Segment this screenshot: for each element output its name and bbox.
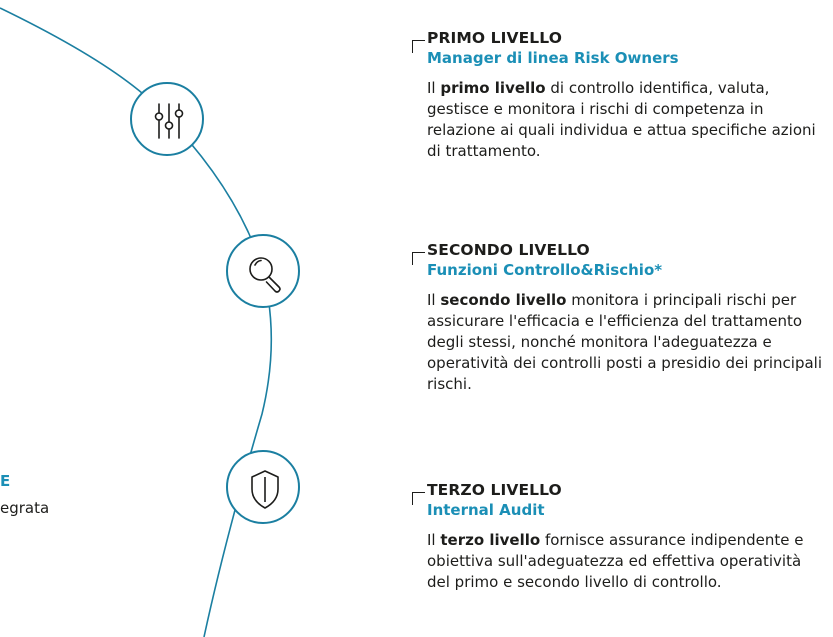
level-3-connector <box>412 492 425 505</box>
level-description-bold: primo livello <box>440 79 546 97</box>
level-title: TERZO LIVELLO <box>427 481 562 499</box>
level-description: Il primo livello di controllo identifica… <box>427 79 816 160</box>
level-3-icon-circle <box>226 450 300 524</box>
shield-icon <box>251 470 279 509</box>
level-title: PRIMO LIVELLO <box>427 29 562 47</box>
level-title: SECONDO LIVELLO <box>427 241 590 259</box>
level-description: Il secondo livello monitora i principali… <box>427 291 823 393</box>
left-fragment-text: egrata <box>0 499 50 517</box>
level-subtitle: Manager di linea Risk Owners <box>427 49 679 67</box>
level-description-bold: secondo livello <box>440 291 567 309</box>
level-2-connector <box>412 252 425 265</box>
level-2-block: SECONDO LIVELLO Funzioni Controllo&Risch… <box>427 240 827 395</box>
left-fragment-title: E <box>0 472 11 490</box>
level-1-connector <box>412 40 425 53</box>
level-description: Il terzo livello fornisce assurance indi… <box>427 531 804 591</box>
level-1-block: PRIMO LIVELLO Manager di linea Risk Owne… <box>427 28 827 162</box>
level-subtitle: Internal Audit <box>427 501 545 519</box>
level-3-block: TERZO LIVELLO Internal Audit Il terzo li… <box>427 480 827 593</box>
level-description-bold: terzo livello <box>440 531 541 549</box>
level-1-icon-circle <box>130 82 204 156</box>
level-subtitle: Funzioni Controllo&Rischio* <box>427 261 663 279</box>
magnifier-icon <box>249 257 281 293</box>
level-2-icon-circle <box>226 234 300 308</box>
sliders-icon <box>154 103 184 139</box>
